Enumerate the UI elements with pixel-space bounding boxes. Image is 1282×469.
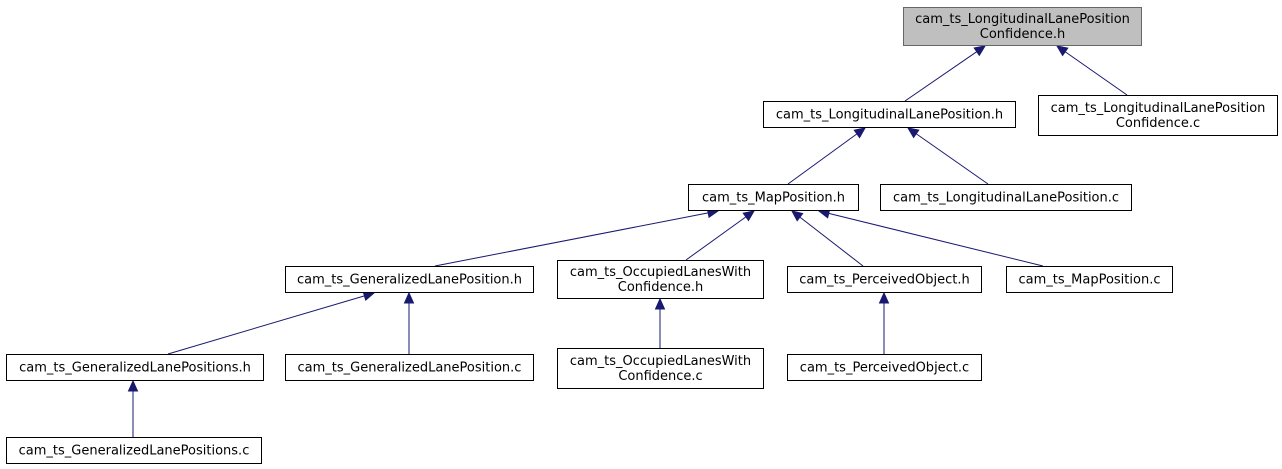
node-label: Confidence.c [618,369,702,384]
node-box[interactable] [6,437,262,464]
arrowhead-icon [1056,45,1069,57]
node-root[interactable]: cam_ts_LongitudinalLanePositionConfidenc… [903,7,1142,46]
node-mp_c[interactable]: cam_ts_MapPosition.c [1006,266,1173,293]
node-label: cam_ts_MapPosition.c [1019,273,1161,288]
node-box[interactable] [557,260,764,299]
node-box[interactable] [1038,95,1278,136]
node-mp_h[interactable]: cam_ts_MapPosition.h [688,184,859,211]
node-label: cam_ts_PerceivedObject.h [799,273,970,288]
node-box[interactable] [763,101,1016,128]
arrowhead-icon [654,297,666,310]
edge-po_h-to-mp_h [791,210,864,267]
arrowhead-icon [878,291,890,304]
edge-olwc_c-to-olwc_h [654,297,666,348]
node-glp_h[interactable]: cam_ts_GeneralizedLanePosition.h [285,266,534,293]
node-label: Confidence.c [1116,116,1200,131]
node-po_h[interactable]: cam_ts_PerceivedObject.h [787,266,982,293]
edge-po_c-to-po_h [878,291,890,354]
node-llp_h[interactable]: cam_ts_LongitudinalLanePosition.h [763,101,1016,128]
node-label: Confidence.h [980,27,1065,42]
node-box[interactable] [787,354,982,381]
node-label: cam_ts_LongitudinalLanePosition.h [776,108,1003,123]
node-label: cam_ts_PerceivedObject.c [800,361,969,376]
node-label: cam_ts_LongitudinalLanePosition.c [893,191,1119,206]
edge-glps_c-to-glps_h [127,379,139,437]
arrowhead-icon [853,127,866,139]
arrowhead-icon [907,127,920,139]
edge-line [685,216,747,261]
edge-olwc_h-to-mp_h [685,210,755,261]
edge-line [904,51,978,102]
node-label: cam_ts_LongitudinalLanePosition [915,12,1130,27]
edge-llp_c-to-llp_h [907,127,989,185]
node-label: cam_ts_GeneralizedLanePosition.h [297,273,522,288]
node-box[interactable] [285,266,534,293]
node-label: cam_ts_GeneralizedLanePositions.c [19,444,250,459]
node-box[interactable] [557,348,764,389]
node-box[interactable] [903,7,1142,46]
edge-line [1064,51,1128,96]
node-glp_c[interactable]: cam_ts_GeneralizedLanePosition.c [285,354,534,381]
graph-nodes: cam_ts_LongitudinalLanePositionConfidenc… [6,7,1278,464]
arrowhead-icon [742,210,755,222]
node-box[interactable] [880,184,1132,211]
arrowhead-icon [973,45,987,57]
arrowhead-icon [403,291,415,304]
arrowhead-icon [791,210,804,222]
edge-llpc_c-to-root [1056,45,1128,96]
node-box[interactable] [1006,266,1173,293]
edge-line [799,216,864,267]
node-box[interactable] [688,184,859,211]
edge-line [434,212,709,267]
node-po_c[interactable]: cam_ts_PerceivedObject.c [787,354,982,381]
node-box[interactable] [285,354,534,381]
edge-glp_h-to-mp_h [434,207,720,267]
edge-llp_h-to-root [904,45,987,102]
node-glps_h[interactable]: cam_ts_GeneralizedLanePositions.h [6,354,264,381]
arrowhead-icon [127,379,139,392]
node-label: cam_ts_LongitudinalLanePosition [1051,101,1266,116]
edge-line [787,133,858,185]
edge-glps_h-to-glp_h [167,290,376,355]
node-label: Confidence.h [618,280,703,295]
edge-mp_h-to-llp_h [787,127,866,185]
edge-line [915,133,989,185]
node-box[interactable] [6,354,264,381]
edge-line [828,212,1044,267]
node-glps_c[interactable]: cam_ts_GeneralizedLanePositions.c [6,437,262,464]
edge-glp_c-to-glp_h [403,291,415,354]
node-label: cam_ts_GeneralizedLanePositions.h [19,361,251,376]
node-label: cam_ts_MapPosition.h [702,191,845,206]
node-label: cam_ts_GeneralizedLanePosition.c [298,361,522,376]
node-label: cam_ts_OccupiedLanesWith [570,265,751,280]
edge-line [167,295,365,355]
node-llpc_c[interactable]: cam_ts_LongitudinalLanePositionConfidenc… [1038,95,1278,136]
node-llp_c[interactable]: cam_ts_LongitudinalLanePosition.c [880,184,1132,211]
node-box[interactable] [787,266,982,293]
node-label: cam_ts_OccupiedLanesWith [570,354,751,369]
